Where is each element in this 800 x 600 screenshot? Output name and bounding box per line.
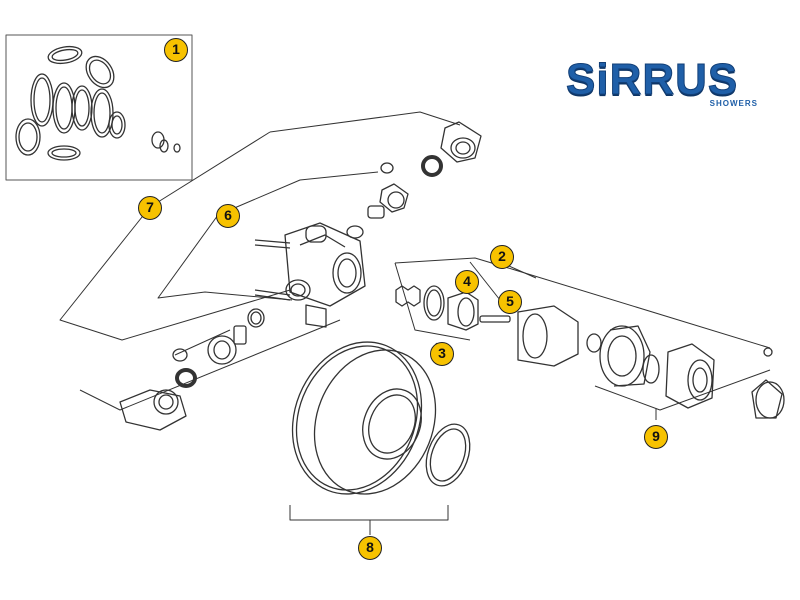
seal-kit-inset bbox=[5, 34, 193, 181]
upper-fittings bbox=[346, 121, 482, 239]
callout-1[interactable]: 1 bbox=[164, 38, 188, 62]
callout-9[interactable]: 9 bbox=[644, 425, 668, 449]
callout-2[interactable]: 2 bbox=[490, 245, 514, 269]
cover-plate bbox=[291, 341, 471, 495]
callout-7[interactable]: 7 bbox=[138, 196, 162, 220]
sirrus-logo: SiRRUS SHOWERS bbox=[565, 55, 760, 112]
callout-4[interactable]: 4 bbox=[455, 270, 479, 294]
valve-body bbox=[254, 222, 366, 328]
cartridge-assembly bbox=[395, 285, 785, 419]
callout-3[interactable]: 3 bbox=[430, 342, 454, 366]
leader-lines bbox=[59, 111, 771, 535]
lower-fittings bbox=[119, 308, 265, 431]
callout-5[interactable]: 5 bbox=[498, 290, 522, 314]
brand-name: SiRRUS bbox=[565, 55, 739, 104]
brand-subtitle: SHOWERS bbox=[709, 99, 758, 108]
callout-8[interactable]: 8 bbox=[358, 536, 382, 560]
callout-6[interactable]: 6 bbox=[216, 204, 240, 228]
